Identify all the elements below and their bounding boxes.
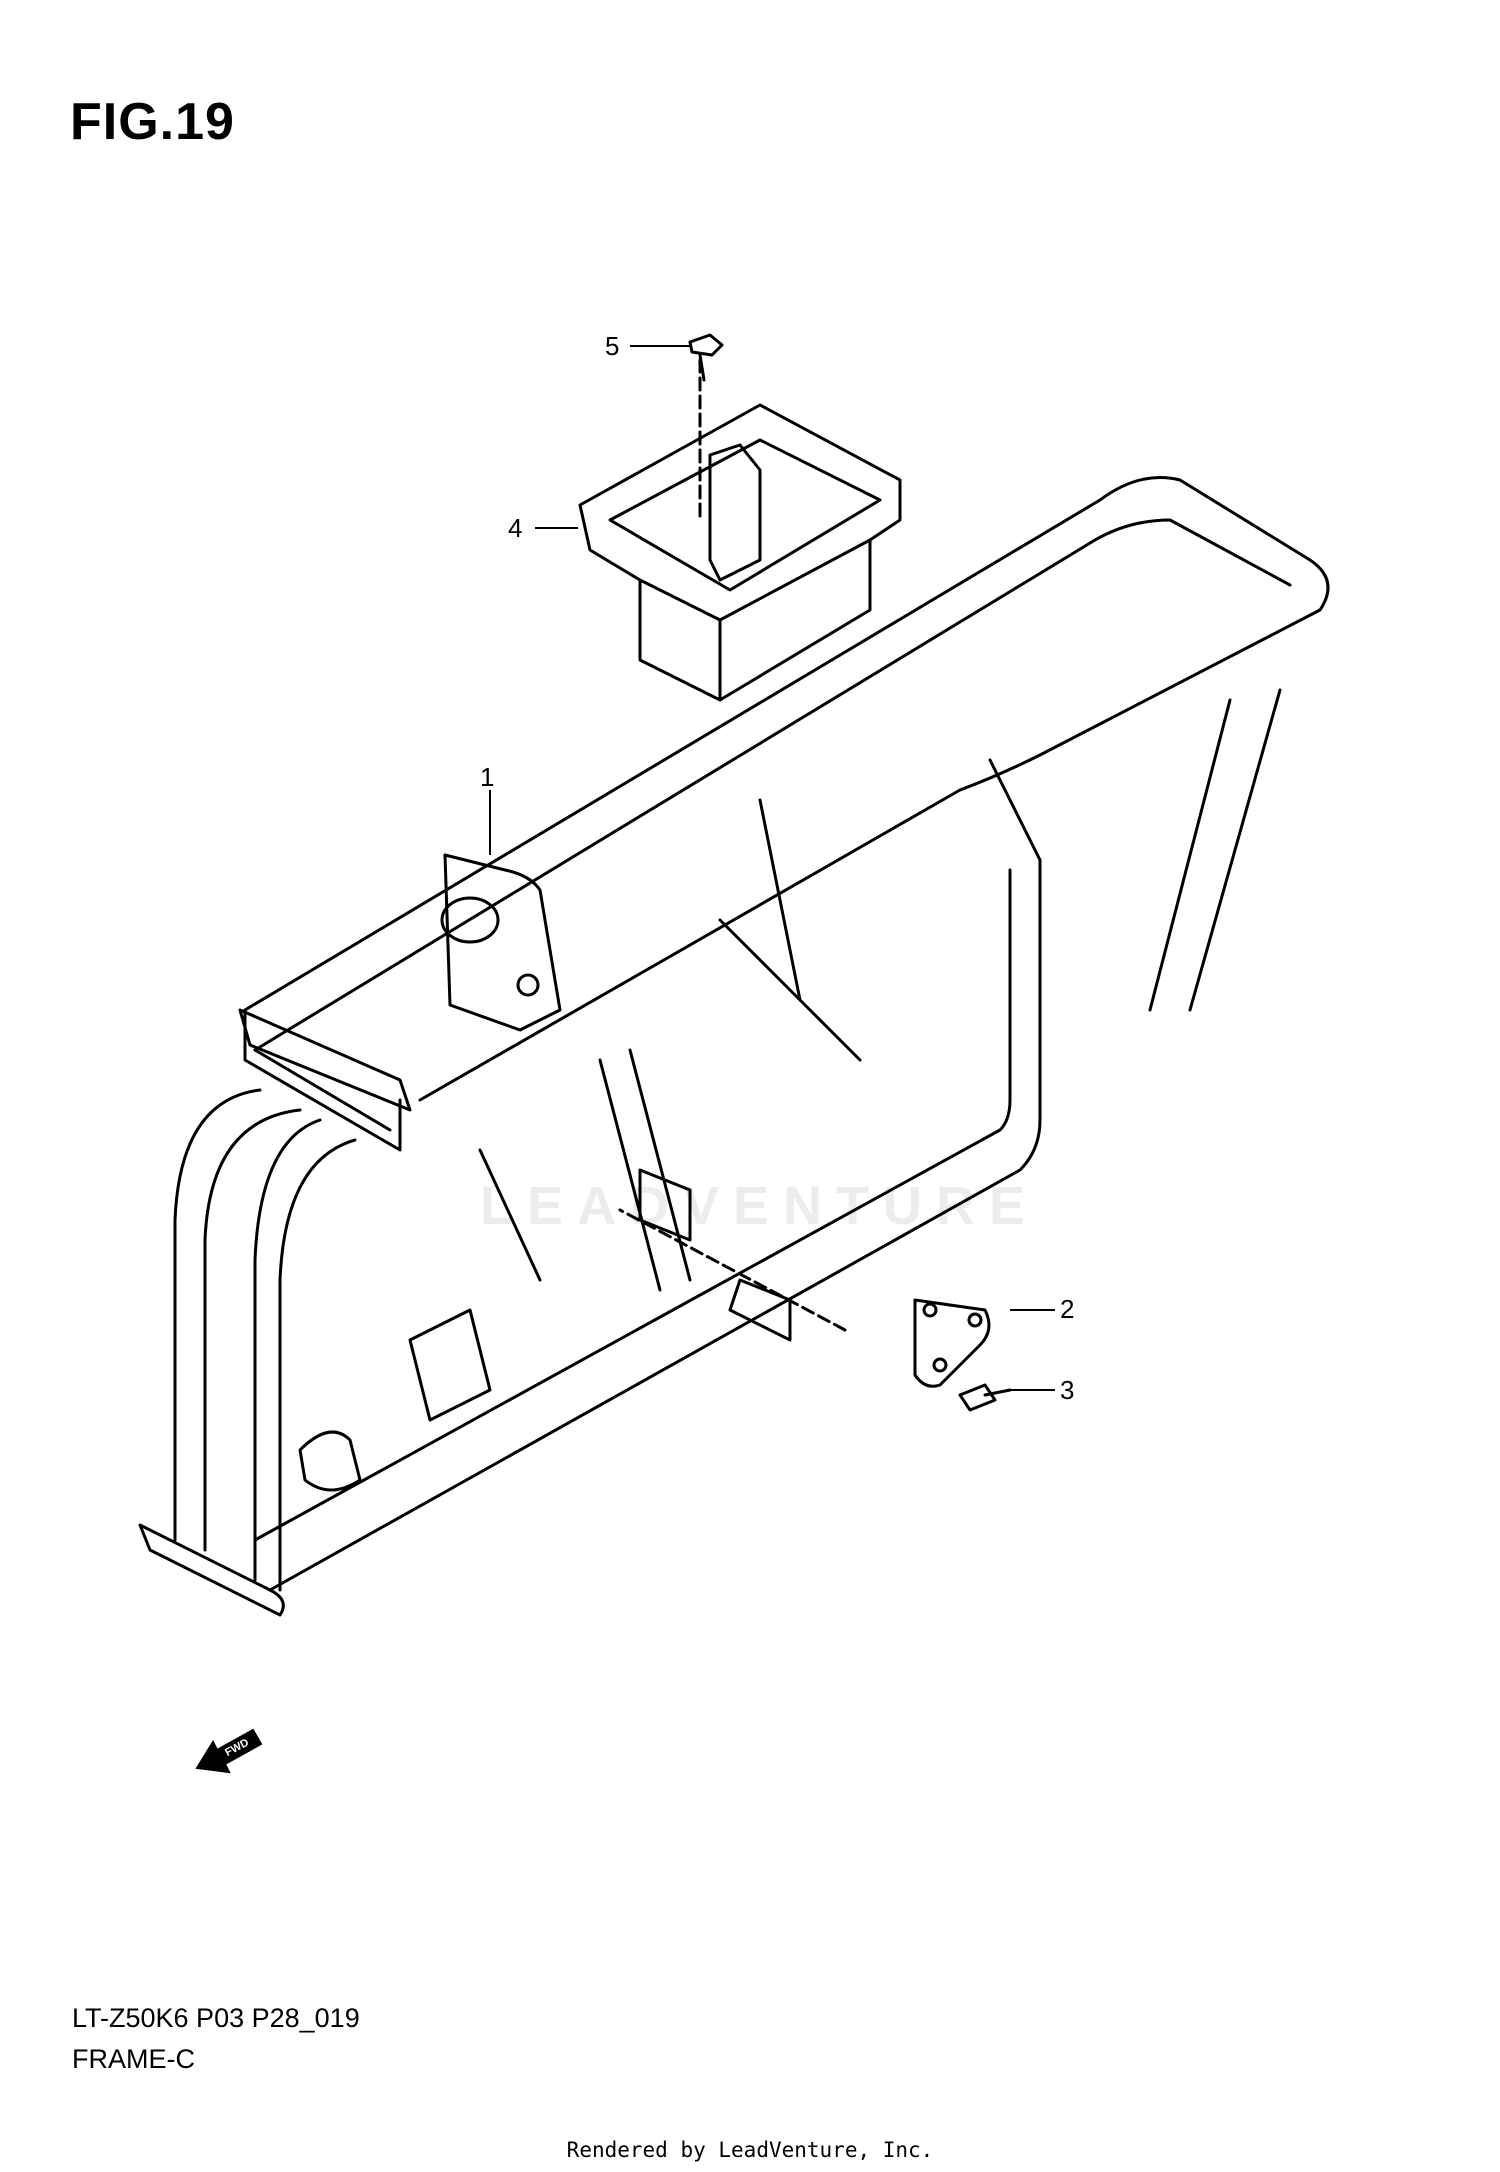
callout-4: 4 — [508, 513, 522, 543]
footer-credit: Rendered by LeadVenture, Inc. — [566, 2138, 934, 2162]
frame-outline — [138, 333, 1330, 1617]
model-code: LT-Z50K6 P03 P28_019 — [72, 2003, 360, 2033]
callout-labels: 1 2 3 4 5 — [480, 331, 1074, 1405]
callout-5: 5 — [605, 331, 619, 361]
figure-title: FIG.19 — [70, 93, 235, 151]
model-name: FRAME-C — [72, 2044, 195, 2074]
callout-2: 2 — [1060, 1294, 1074, 1324]
watermark-text: LEADVENTURE — [480, 1176, 1040, 1236]
forward-arrow-icon: FWD — [195, 1728, 263, 1774]
callout-leaders — [489, 345, 1055, 1391]
callout-1: 1 — [480, 762, 494, 792]
callout-3: 3 — [1060, 1375, 1074, 1405]
